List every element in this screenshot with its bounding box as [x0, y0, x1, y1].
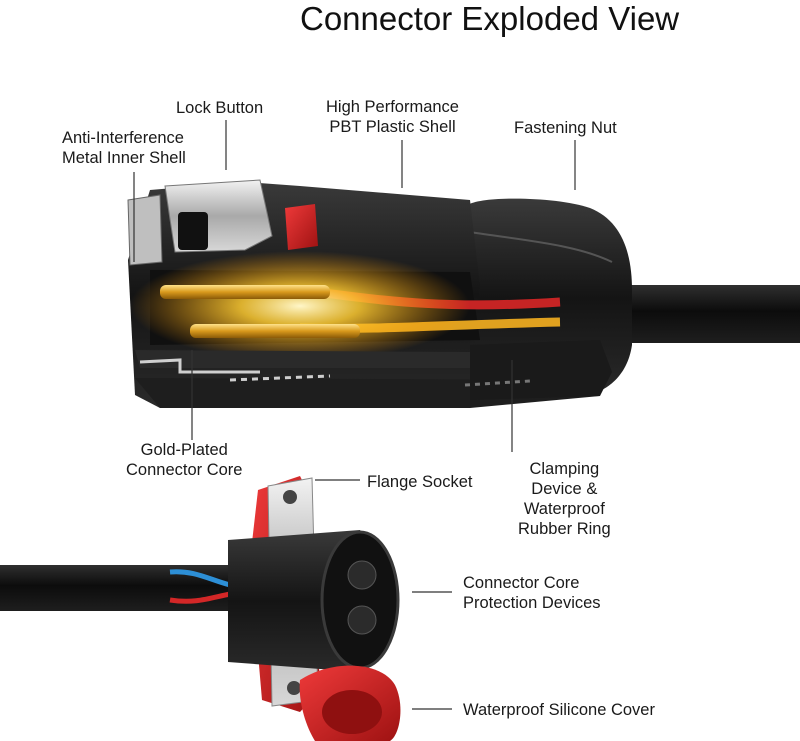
label-pbt-shell: High Performance PBT Plastic Shell — [326, 98, 459, 136]
clamping-device — [470, 340, 612, 400]
label-silicone-cover: Waterproof Silicone Cover — [463, 701, 655, 719]
label-core-protection: Connector Core Protection Devices — [463, 574, 601, 612]
metal-inner-shell — [127, 194, 163, 266]
label-clamping-device: Clamping Device & Waterproof Rubber Ring — [518, 460, 611, 538]
label-fastening-nut: Fastening Nut — [514, 119, 617, 137]
socket-connector — [0, 476, 401, 741]
red-badge — [285, 204, 318, 250]
label-anti-interference-shell: Anti-Interference Metal Inner Shell — [62, 129, 186, 167]
plug-connector — [127, 179, 800, 408]
label-flange-socket: Flange Socket — [367, 473, 473, 491]
page-title: Connector Exploded View — [300, 0, 680, 37]
gold-pin-top — [160, 285, 330, 299]
gold-pin-bottom — [190, 324, 360, 338]
label-lock-button: Lock Button — [176, 99, 264, 117]
leader-lines — [133, 120, 576, 710]
label-gold-plated-core: Gold-Plated Connector Core — [126, 441, 243, 479]
protection-devices — [320, 530, 400, 670]
